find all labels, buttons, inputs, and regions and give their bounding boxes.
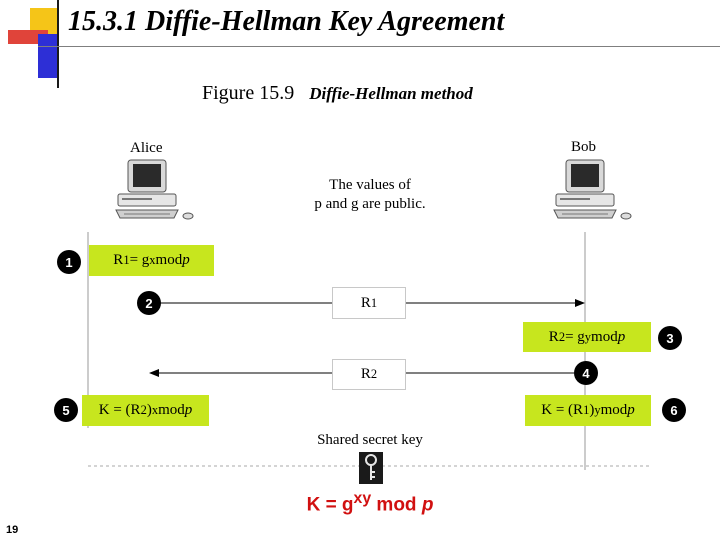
step-marker-6: 6 <box>662 398 686 422</box>
step-marker-3: 3 <box>658 326 682 350</box>
step-marker-2: 2 <box>137 291 161 315</box>
step-marker-1: 1 <box>57 250 81 274</box>
shared-secret-label: Shared secret key <box>290 432 450 449</box>
step-marker-5: 5 <box>54 398 78 422</box>
page-number: 19 <box>6 524 18 536</box>
step-marker-4: 4 <box>574 361 598 385</box>
shared-key-formula: K = gxy mod p <box>262 490 478 516</box>
key-icon <box>359 452 383 484</box>
